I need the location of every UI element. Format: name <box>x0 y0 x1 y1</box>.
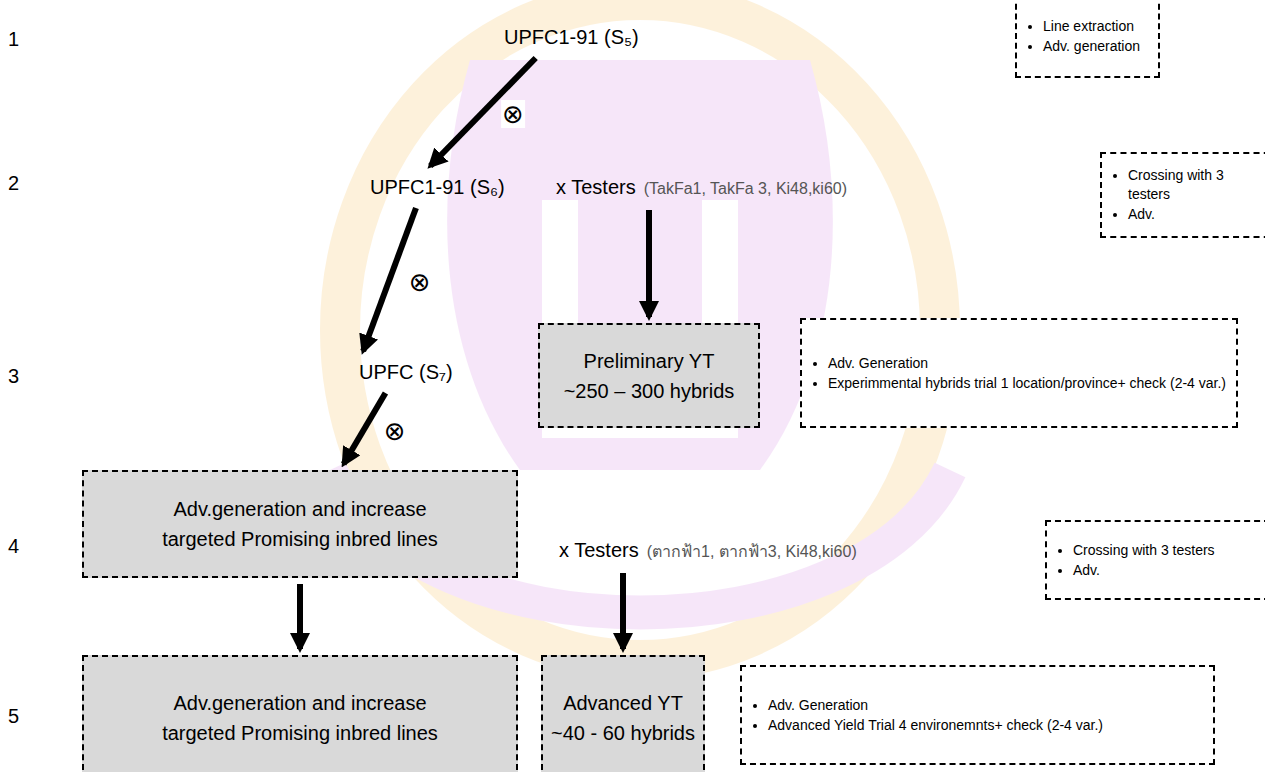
note-item: Advanced Yield Trial 4 environemnts+ che… <box>768 716 1203 735</box>
note-item: Crossing with 3 testers <box>1073 541 1265 560</box>
note-item: Experimmental hybrids trial 1 location/p… <box>828 374 1226 393</box>
note-item: Crossing with 3 testers <box>1128 166 1265 204</box>
note-list: Adv. GenerationAdvanced Yield Trial 4 en… <box>746 695 1203 736</box>
note-box: Crossing with 3 testersAdv. <box>1100 152 1265 238</box>
line-name: x Testers <box>556 176 636 198</box>
note-item: Adv. Generation <box>768 696 1203 715</box>
process-box: Adv.generation and increase targeted Pro… <box>82 655 518 772</box>
note-item: Adv. <box>1128 205 1265 224</box>
arrow-connector <box>646 210 652 317</box>
process-box: Preliminary YT~250 – 300 hybrids <box>538 323 760 428</box>
stage-text: x Testers (ตากฟ้า1, ตากฟ้า3, Ki48,ki60) <box>555 535 861 567</box>
box-text: Adv.generation and increase targeted Pro… <box>139 688 461 748</box>
note-list: Crossing with 3 testersAdv. <box>1051 540 1265 581</box>
stage-text: UPFC (S₇) <box>355 357 457 387</box>
line-name: UPFC (S₇) <box>359 361 453 383</box>
box-text: Preliminary YT <box>584 346 715 376</box>
box-text: Advanced YT <box>563 688 683 718</box>
box-text: ~250 – 300 hybrids <box>564 376 735 406</box>
line-name: x Testers <box>559 539 639 561</box>
note-list: Adv. GenerationExperimmental hybrids tri… <box>806 353 1226 394</box>
row-number: 5 <box>8 705 19 728</box>
note-list: Crossing with 3 testersAdv. <box>1106 165 1265 225</box>
stage-text: UPFC1-91 (S₆) <box>366 172 509 202</box>
line-name: (ตากฟ้า1, ตากฟ้า3, Ki48,ki60) <box>647 543 857 560</box>
note-box: Adv. GenerationExperimmental hybrids tri… <box>800 318 1238 428</box>
selfing-symbol: ⊗ <box>501 100 525 128</box>
arrow-connector <box>620 573 626 649</box>
process-box: Advanced YT~40 - 60 hybrids <box>541 655 705 772</box>
note-list: Line extractionAdv. generation <box>1021 16 1148 57</box>
process-box: Adv.generation and increase targeted Pro… <box>82 470 518 578</box>
line-name: UPFC1-91 (S₅) <box>504 26 639 48</box>
arrow-connector <box>344 393 386 464</box>
watermark-shape <box>447 60 833 470</box>
note-item: Line extraction <box>1043 17 1148 36</box>
selfing-symbol: ⊗ <box>408 268 432 296</box>
note-item: Adv. generation <box>1043 37 1148 56</box>
stage-text: UPFC1-91 (S₅) <box>500 22 643 52</box>
arrow-connector <box>430 58 535 166</box>
row-number: 4 <box>8 535 19 558</box>
arrow-connector <box>297 584 303 649</box>
line-name: (TakFa1, TakFa 3, Ki48,ki60) <box>644 180 847 197</box>
note-box: Crossing with 3 testersAdv. <box>1045 520 1265 600</box>
row-number: 3 <box>8 365 19 388</box>
note-item: Adv. Generation <box>828 354 1226 373</box>
selfing-symbol: ⊗ <box>383 417 407 445</box>
row-number: 1 <box>8 28 19 51</box>
note-box: Line extractionAdv. generation <box>1015 0 1160 78</box>
row-number: 2 <box>8 172 19 195</box>
box-text: Adv.generation and increase targeted Pro… <box>139 494 461 554</box>
note-box: Adv. GenerationAdvanced Yield Trial 4 en… <box>740 665 1215 765</box>
note-item: Adv. <box>1073 561 1265 580</box>
stage-text: x Testers (TakFa1, TakFa 3, Ki48,ki60) <box>552 172 851 204</box>
line-name: UPFC1-91 (S₆) <box>370 176 505 198</box>
box-text: ~40 - 60 hybrids <box>551 718 695 748</box>
